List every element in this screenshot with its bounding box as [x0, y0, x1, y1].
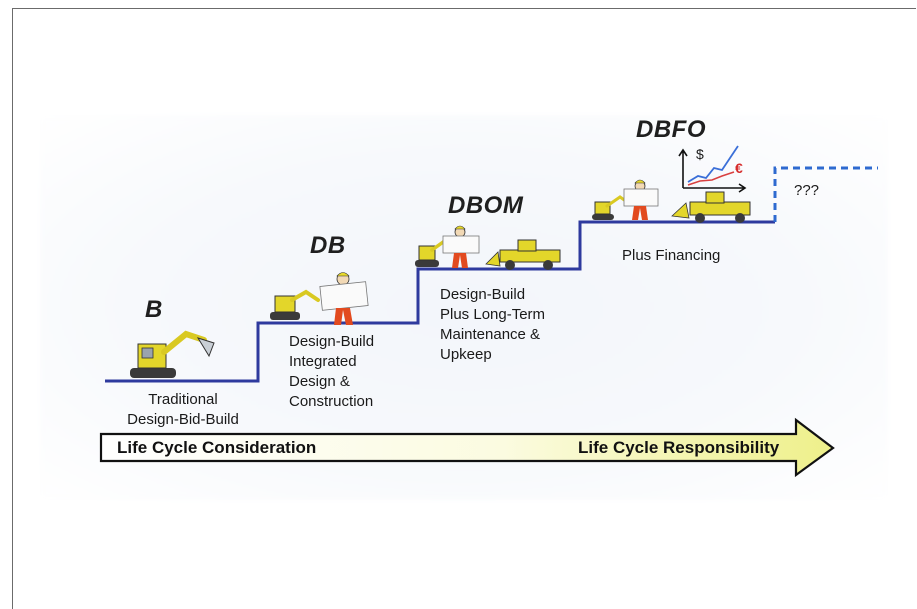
worker-db: [320, 273, 368, 326]
excavator-db: [270, 292, 318, 320]
excavator-b: [130, 334, 214, 378]
stage-description-db: Design-Build Integrated Design & Constru…: [289, 332, 419, 412]
worker-dbom: [443, 226, 479, 268]
stage-description-b: Traditional Design-Bid-Build: [108, 390, 258, 430]
roller-dbom: [486, 240, 560, 270]
stage-code-dbfo: DBFO: [636, 116, 706, 144]
euro-symbol: €: [735, 158, 743, 178]
stage-description-dbfo: Plus Financing: [622, 246, 772, 266]
arrow-label-consideration: Life Cycle Consideration: [117, 438, 316, 458]
stage-code-b: B: [145, 296, 163, 324]
stage-code-db: DB: [310, 232, 346, 260]
stage-description-future: ???: [794, 181, 854, 201]
staircase-diagram: [0, 0, 917, 563]
worker-dbfo: [624, 180, 658, 220]
stage-code-dbom: DBOM: [448, 192, 523, 220]
stage-description-dbom: Design-Build Plus Long-Term Maintenance …: [440, 285, 590, 365]
dollar-symbol: $: [696, 144, 704, 164]
roller-dbfo: [672, 192, 750, 223]
arrow-label-responsibility: Life Cycle Responsibility: [578, 438, 779, 458]
